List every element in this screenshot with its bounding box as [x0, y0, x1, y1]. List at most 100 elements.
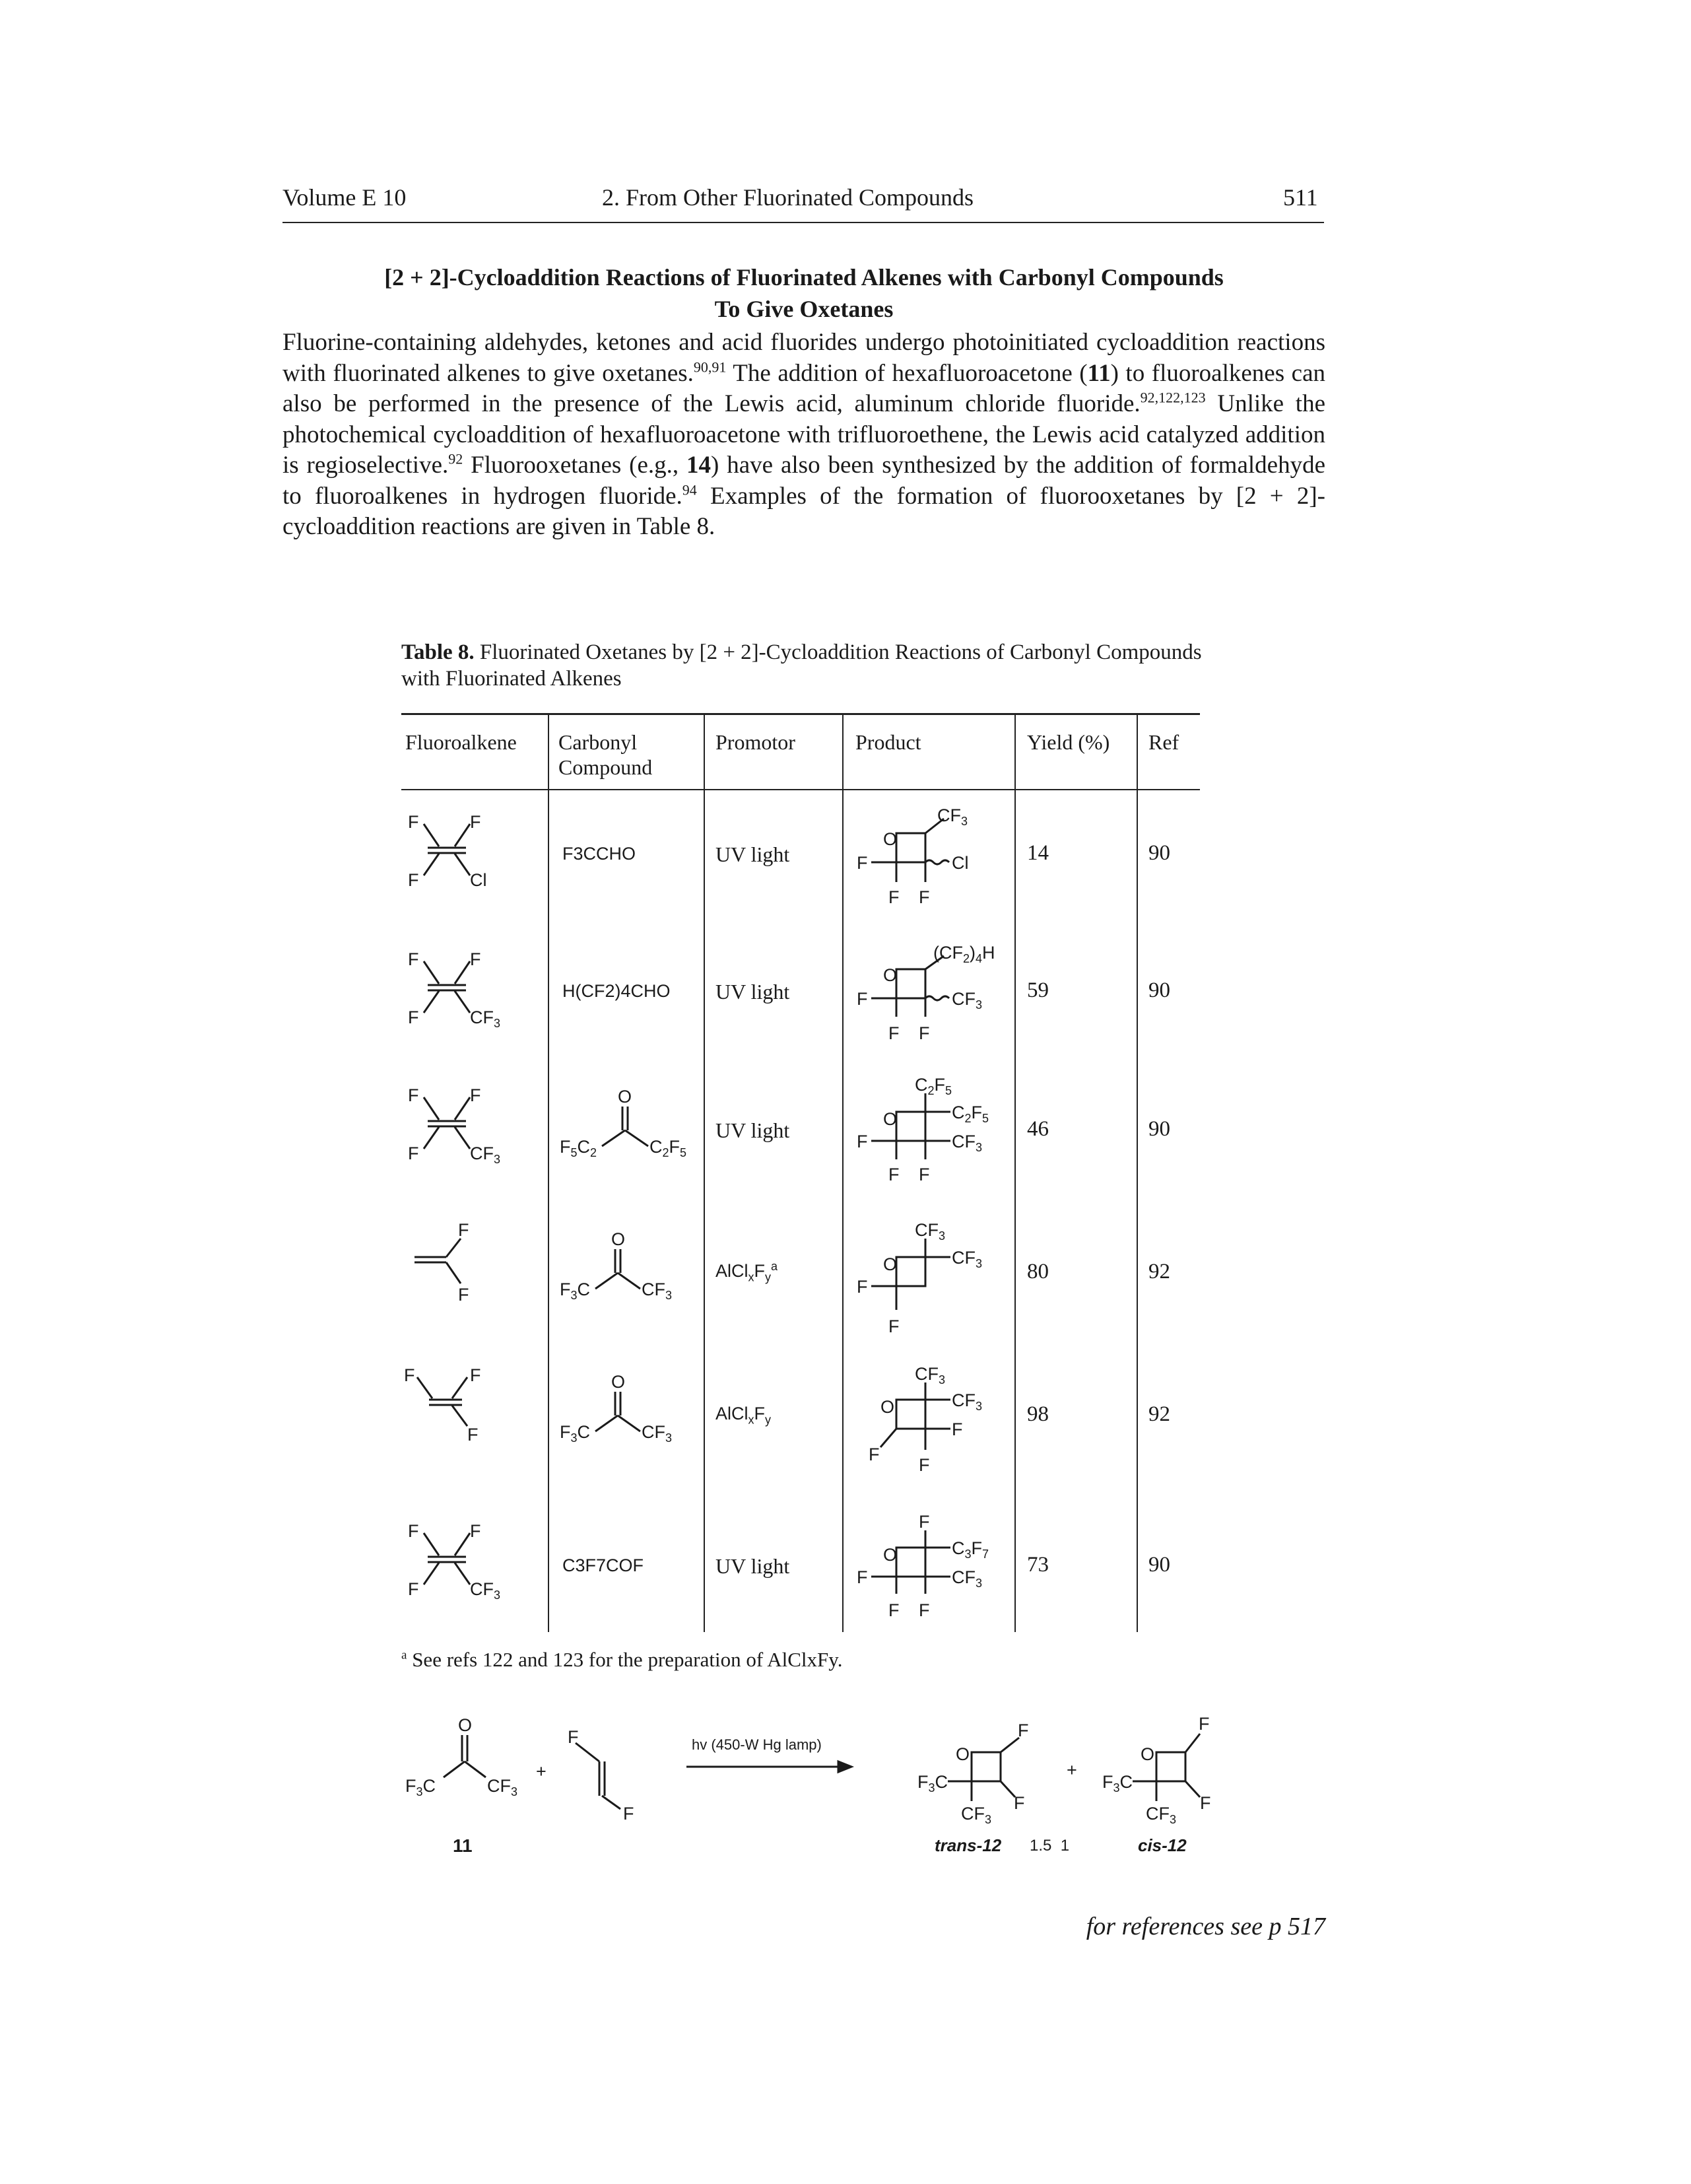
body-paragraph: Fluorine-containing aldehydes, ketones a… — [282, 327, 1325, 543]
svg-text:CF3: CF3 — [937, 805, 968, 828]
header-rule — [282, 222, 1324, 223]
svg-text:C3F7: C3F7 — [952, 1538, 989, 1561]
svg-text:F: F — [408, 1085, 419, 1105]
svg-text:CF3: CF3 — [642, 1280, 672, 1302]
svg-text:O: O — [883, 1545, 897, 1565]
table-caption: Table 8. Fluorinated Oxetanes by [2 + 2]… — [401, 639, 1220, 692]
svg-text:F: F — [1014, 1793, 1025, 1813]
svg-text:CF3: CF3 — [642, 1422, 672, 1445]
svg-text:CF3: CF3 — [952, 1567, 982, 1590]
section-heading: [2 + 2]-Cycloaddition Reactions of Fluor… — [282, 261, 1325, 325]
svg-text:CF3: CF3 — [952, 1132, 982, 1154]
svg-text:F: F — [568, 1727, 579, 1747]
svg-text:CF3: CF3 — [952, 1390, 982, 1413]
reaction-scheme-structures — [443, 1733, 1201, 1810]
fluoroalkene-structure — [416, 1377, 469, 1427]
ref-cell: 90 — [1148, 841, 1170, 865]
table-footnote: a See refs 122 and 123 for the preparati… — [401, 1648, 842, 1672]
svg-text:(CF2)4H: (CF2)4H — [933, 943, 995, 965]
body-text: Fluorine-containing aldehydes, ketones a… — [282, 329, 1325, 387]
ref-cell: 92 — [1148, 1260, 1170, 1283]
header-carbonyl: Carbonyl — [558, 730, 638, 754]
svg-text:F: F — [857, 853, 868, 873]
table-column-divider — [704, 713, 705, 1632]
svg-text:F: F — [408, 949, 419, 969]
svg-text:F: F — [869, 1445, 880, 1464]
oxetane-product-structure — [871, 1239, 950, 1310]
carbonyl-structure — [601, 1107, 649, 1147]
ref-cell: 90 — [1148, 1553, 1170, 1577]
svg-text:F: F — [408, 1579, 419, 1599]
oxetane-product-structure — [879, 1382, 950, 1450]
promotor-cell: AlClxFy — [715, 1404, 772, 1427]
body-text: The addition of hexafluoroacetone ( — [726, 359, 1088, 387]
carbonyl-cell: H(CF2)4CHO — [562, 981, 671, 1001]
svg-text:F: F — [888, 1600, 900, 1620]
compound-number: 14 — [686, 452, 712, 479]
ref-cell: 90 — [1148, 978, 1170, 1002]
svg-text:F: F — [470, 1365, 481, 1385]
footnote-mark: a — [401, 1648, 407, 1662]
table-header-rule — [401, 789, 1200, 790]
svg-text:F: F — [919, 1455, 930, 1475]
carbonyl-structure — [595, 1249, 641, 1290]
svg-text:F: F — [623, 1804, 634, 1824]
svg-text:F: F — [919, 1600, 930, 1620]
svg-text:F: F — [408, 1521, 419, 1541]
oxetane-product-structure — [871, 817, 950, 882]
table-label: Table 8. — [401, 640, 475, 664]
svg-text:F3C: F3C — [1102, 1772, 1133, 1794]
table-column-divider — [1014, 713, 1016, 1632]
fluoroalkene-structure — [422, 1097, 471, 1149]
svg-text:F: F — [1199, 1714, 1210, 1734]
product-label-cis: cis-12 — [1138, 1835, 1187, 1855]
svg-text:O: O — [458, 1715, 472, 1735]
fluoroalkene-structure — [422, 823, 471, 876]
ref-cell: 90 — [1148, 1117, 1170, 1141]
fluoroalkene-structure — [414, 1238, 462, 1284]
svg-text:F: F — [857, 1277, 868, 1297]
table-caption-text: Fluorinated Oxetanes by [2 + 2]-Cycloadd… — [401, 640, 1202, 691]
svg-text:O: O — [956, 1744, 970, 1764]
svg-text:F: F — [888, 1316, 900, 1336]
table-top-rule — [401, 713, 1200, 715]
svg-text:O: O — [611, 1372, 625, 1392]
yield-cell: 46 — [1027, 1117, 1049, 1141]
promotor-cell: UV light — [715, 980, 790, 1004]
svg-text:F: F — [919, 887, 930, 907]
svg-text:F: F — [467, 1425, 479, 1445]
svg-text:CF3: CF3 — [470, 1007, 500, 1030]
svg-text:CF3: CF3 — [470, 1579, 500, 1602]
body-text: Examples of the formation of fluorooxeta… — [282, 482, 1326, 541]
header-ref: Ref — [1148, 730, 1179, 754]
svg-text:F3C: F3C — [917, 1772, 948, 1794]
svg-text:F: F — [888, 1165, 900, 1184]
yield-cell: 59 — [1027, 978, 1049, 1002]
svg-text:F: F — [408, 870, 419, 890]
promotor-cell: AlClxFya — [715, 1260, 778, 1284]
header-promotor: Promotor — [715, 730, 795, 754]
footnote-text: See refs 122 and 123 for the preparation… — [407, 1648, 843, 1671]
svg-text:F: F — [1200, 1793, 1211, 1813]
citation: 92 — [448, 450, 463, 467]
svg-text:F: F — [408, 812, 419, 832]
promotor-cell: UV light — [715, 1554, 790, 1578]
svg-text:F: F — [919, 1512, 930, 1532]
svg-text:F: F — [952, 1419, 963, 1439]
svg-text:F: F — [857, 1132, 868, 1151]
header-yield: Yield (%) — [1027, 730, 1110, 754]
body-text: ) have also been synthesized by the addi… — [282, 452, 1325, 510]
oxetane-product-structure — [871, 1093, 950, 1159]
svg-text:F: F — [857, 989, 868, 1009]
promotor-cell: UV light — [715, 842, 790, 866]
body-text: Unlike the photochemical cycloaddition o… — [282, 390, 1326, 479]
references-note: for references see p 517 — [1086, 1913, 1325, 1940]
svg-text:CF3: CF3 — [470, 1143, 500, 1166]
carbonyl-structure — [595, 1392, 641, 1433]
svg-text:F5C2: F5C2 — [560, 1137, 597, 1159]
svg-text:F3C: F3C — [560, 1422, 590, 1445]
running-header-section: 2. From Other Fluorinated Compounds — [602, 184, 974, 211]
citation: 94 — [682, 481, 697, 498]
yield-cell: 80 — [1027, 1260, 1049, 1283]
svg-text:F: F — [888, 887, 900, 907]
